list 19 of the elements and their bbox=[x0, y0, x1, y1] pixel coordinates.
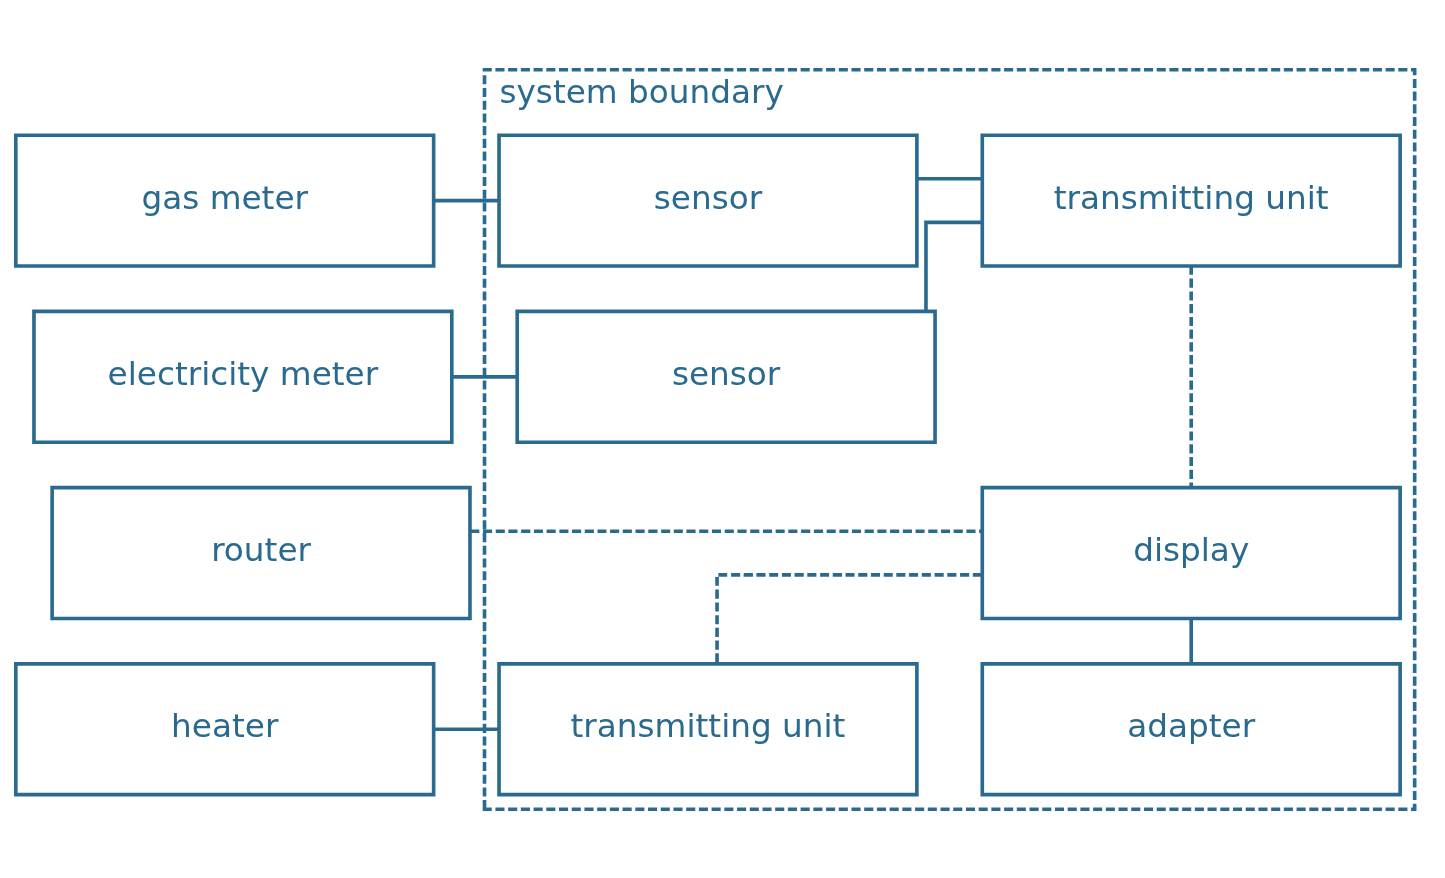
connector bbox=[452, 374, 517, 379]
connector bbox=[433, 198, 499, 202]
connector bbox=[715, 572, 982, 664]
connector bbox=[917, 176, 982, 181]
node-box: heater bbox=[14, 661, 436, 796]
connector bbox=[470, 528, 982, 533]
connector bbox=[1189, 618, 1194, 664]
node-box: router bbox=[50, 485, 472, 620]
connector bbox=[433, 726, 499, 731]
node-box: transmitting unit bbox=[497, 661, 919, 796]
connector bbox=[924, 220, 983, 311]
node-box: display bbox=[980, 485, 1402, 620]
node-box: adapter bbox=[980, 661, 1402, 796]
node-box: electricity meter bbox=[32, 309, 454, 444]
node-box: sensor bbox=[515, 309, 937, 444]
connector bbox=[1189, 265, 1194, 487]
node-box: sensor bbox=[497, 132, 919, 268]
node-box: transmitting unit bbox=[980, 132, 1402, 268]
node-box: gas meter bbox=[14, 132, 436, 268]
